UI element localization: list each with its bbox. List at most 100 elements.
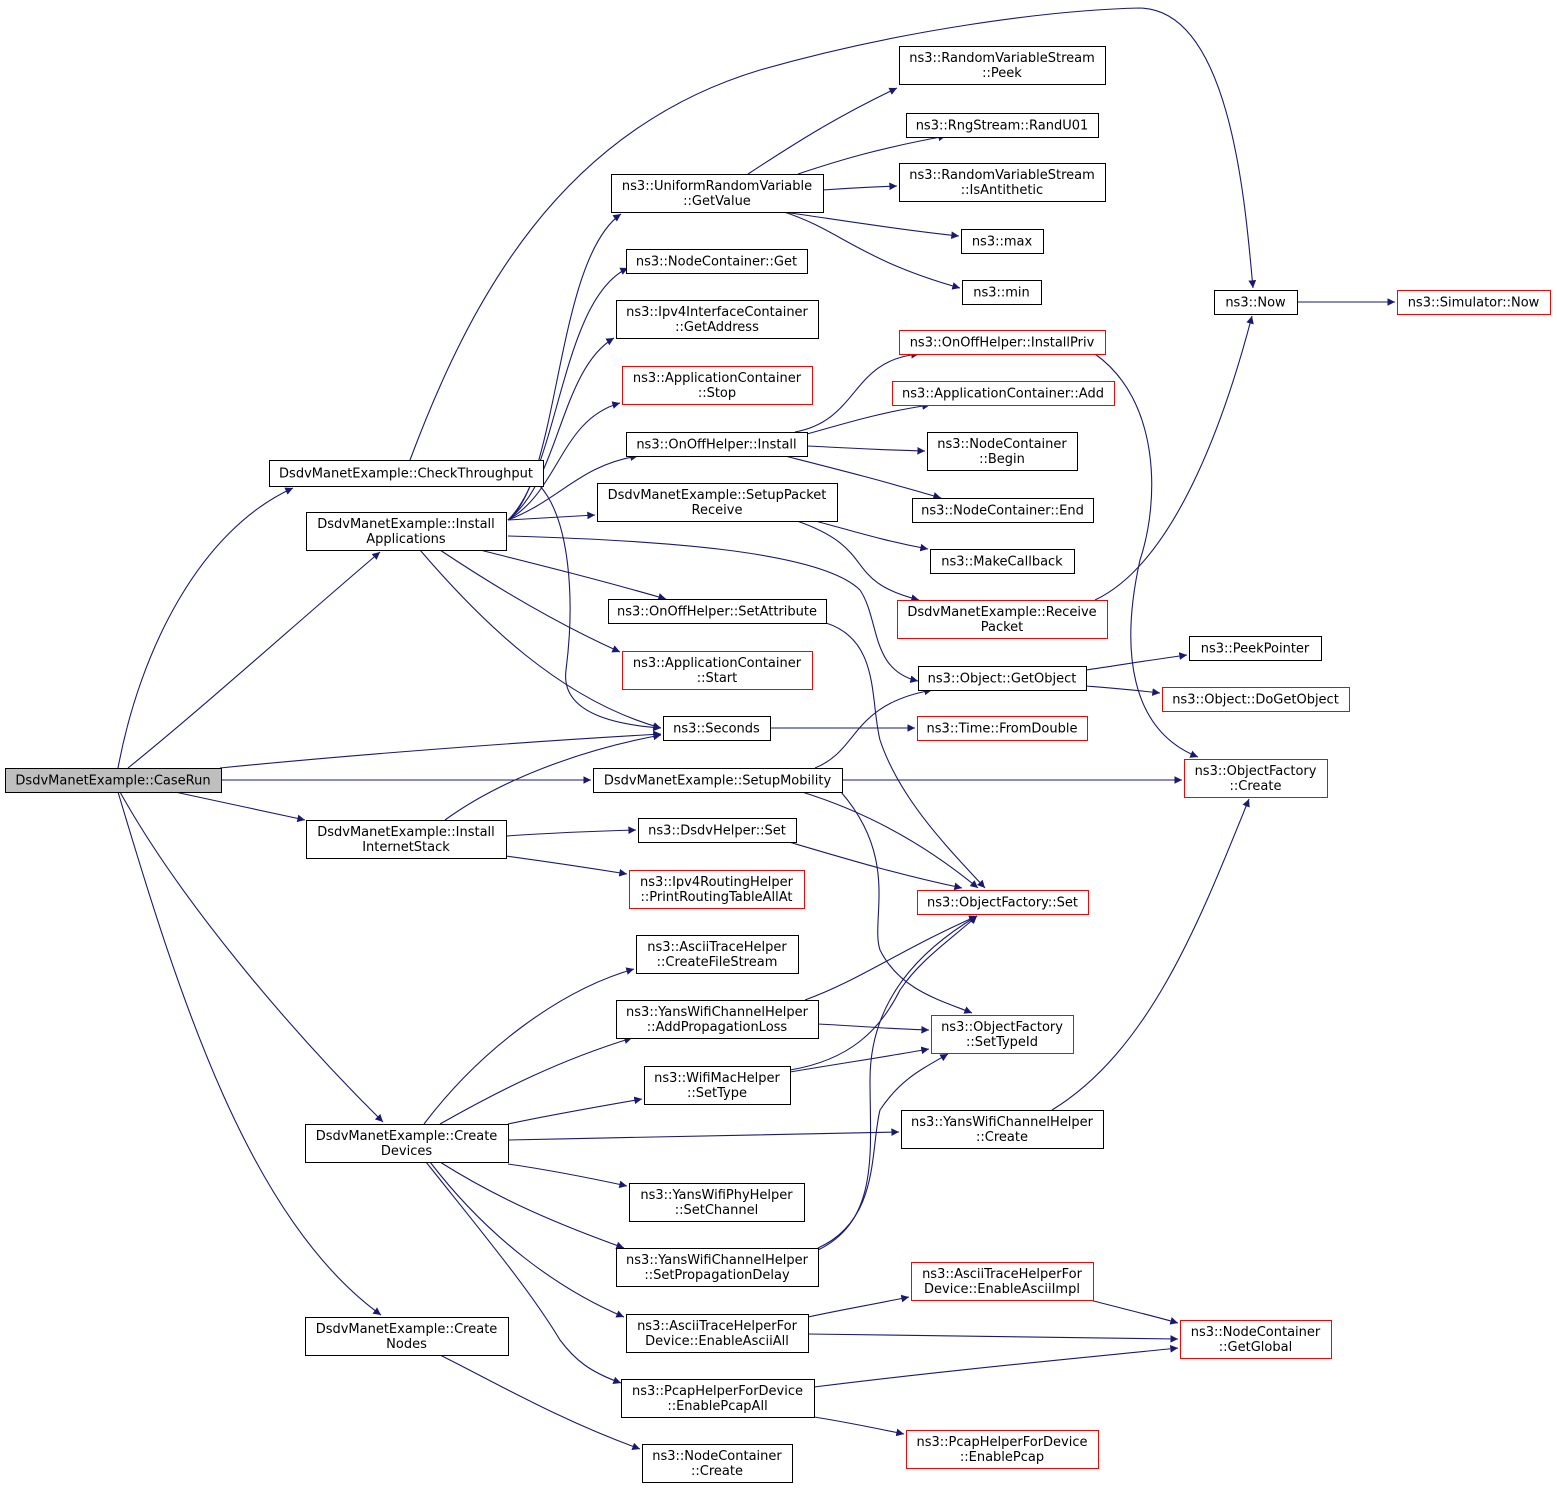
edge-yanssetpropdelay-to-objectfactoryset [817,915,978,1251]
node-box [918,666,1087,691]
node-randu01[interactable]: ns3::RngStream::RandU01 [906,113,1099,138]
node-box [961,229,1044,254]
node-asciicreatefilestream[interactable]: ns3::AsciiTraceHelper::CreateFileStream [636,935,799,974]
edge-installapps-to-onoffinstall [507,453,639,521]
node-max[interactable]: ns3::max [961,229,1044,254]
node-pcapenableall[interactable]: ns3::PcapHelperForDevice::EnablePcapAll [621,1379,815,1418]
node-label: ns3::WifiMacHelper [654,1071,780,1086]
node-checkthroughput[interactable]: DsdvManetExample::CheckThroughput [269,460,544,487]
edge-setuppacketreceive-to-receivepacket [796,520,920,602]
node-rvsisantithetic[interactable]: ns3::RandomVariableStream::IsAntithetic [899,163,1106,202]
node-label: ns3::AsciiTraceHelperFor [637,1319,798,1334]
node-label: ns3::OnOffHelper::Install [636,438,796,453]
node-dogetobject[interactable]: ns3::Object::DoGetObject [1162,687,1350,712]
edge-uniformgetvalue-to-rvsisantithetic [822,182,898,191]
node-now[interactable]: ns3::Now [1214,290,1298,315]
node-box [1397,290,1551,315]
node-onoffsetattribute[interactable]: ns3::OnOffHelper::SetAttribute [608,599,827,624]
edge-installapps-to-setuppacketreceive [507,511,596,521]
node-pcapenablepcap[interactable]: ns3::PcapHelperForDevice::EnablePcap [906,1430,1099,1469]
edge-caserun-to-createnodes [117,791,382,1316]
node-fromdouble[interactable]: ns3::Time::FromDouble [917,716,1088,741]
node-label: InternetStack [362,840,450,855]
node-getobject[interactable]: ns3::Object::GetObject [918,666,1087,691]
node-objectfactoryset[interactable]: ns3::ObjectFactory::Set [917,890,1089,915]
node-seconds[interactable]: ns3::Seconds [663,716,771,741]
node-label: ::Peek [982,66,1022,81]
node-box [899,330,1106,355]
node-label: ns3::AsciiTraceHelperFor [922,1267,1083,1282]
edge-asciienableall-to-nodecontainerglobal [807,1333,1179,1343]
node-label: ns3::YansWifiChannelHelper [626,1253,809,1268]
node-label: ns3::OnOffHelper::InstallPriv [910,336,1095,351]
node-onoffinstall[interactable]: ns3::OnOffHelper::Install [626,432,808,457]
edge-getobject-to-peekpointer [1085,652,1188,671]
node-dsdvhelperset[interactable]: ns3::DsdvHelper::Set [638,818,797,843]
node-wifimacsettype[interactable]: ns3::WifiMacHelper::SetType [644,1066,791,1105]
node-label: ns3::OnOffHelper::SetAttribute [617,605,817,620]
edge-createdevices-to-yanssetpropdelay [439,1161,625,1250]
node-label: ns3::NodeContainer [1191,1325,1321,1340]
edge-createdevices-to-pcapenableall [425,1161,622,1385]
node-label: Applications [366,532,446,547]
node-appcontaineradd[interactable]: ns3::ApplicationContainer::Add [892,381,1115,406]
node-label: ::AddPropagationLoss [647,1020,788,1035]
node-appcontainerstart[interactable]: ns3::ApplicationContainer::Start [622,651,813,690]
node-label: ns3::NodeContainer::End [921,504,1084,519]
node-printroutingtable[interactable]: ns3::Ipv4RoutingHelper::PrintRoutingTabl… [629,870,805,909]
node-nodecontainerend[interactable]: ns3::NodeContainer::End [912,498,1094,523]
node-label: ::SetPropagationDelay [644,1268,790,1283]
node-box [616,1000,819,1039]
node-yanssetpropdelay[interactable]: ns3::YansWifiChannelHelper::SetPropagati… [616,1248,819,1287]
node-nodecontainerbegin[interactable]: ns3::NodeContainer::Begin [927,432,1078,471]
node-setupmobility[interactable]: DsdvManetExample::SetupMobility [593,768,843,793]
node-label: ns3::Simulator::Now [1408,296,1540,311]
node-label: Receive [692,503,743,518]
node-peekpointer[interactable]: ns3::PeekPointer [1189,636,1322,661]
node-yansphysetchannel[interactable]: ns3::YansWifiPhyHelper::SetChannel [629,1183,805,1222]
node-label: ns3::NodeContainer [652,1449,782,1464]
node-box [306,820,507,859]
node-box [305,1124,509,1163]
node-rvspeek[interactable]: ns3::RandomVariableStream::Peek [899,46,1106,85]
node-nodecontainerglobal[interactable]: ns3::NodeContainer::GetGlobal [1180,1320,1332,1359]
node-onoffinstallpriv[interactable]: ns3::OnOffHelper::InstallPriv [899,330,1106,355]
node-simulatornow[interactable]: ns3::Simulator::Now [1397,290,1551,315]
node-yansaddproploss[interactable]: ns3::YansWifiChannelHelper::AddPropagati… [616,1000,819,1039]
node-objectfactorycreate[interactable]: ns3::ObjectFactory::Create [1184,759,1328,798]
node-box [1214,290,1298,315]
edge-installinet-to-seconds [444,732,662,821]
node-yanschannelcreate[interactable]: ns3::YansWifiChannelHelper::Create [901,1110,1104,1149]
node-box [305,1317,509,1356]
node-uniformgetvalue[interactable]: ns3::UniformRandomVariable::GetValue [611,174,824,213]
node-label: ns3::AsciiTraceHelper [647,940,787,955]
node-caserun[interactable]: DsdvManetExample::CaseRun [5,768,222,793]
node-label: ns3::ApplicationContainer::Add [902,387,1104,402]
node-min[interactable]: ns3::min [962,280,1042,305]
node-objectfactorysettypeid[interactable]: ns3::ObjectFactory::SetTypeId [931,1015,1074,1054]
edge-installapps-to-ipv4getaddress [507,337,615,521]
edge-checkthroughput-to-now [409,7,1257,461]
edge-createdevices-to-asciicreatefilestream [423,967,635,1125]
edge-dsdvhelperset-to-objectfactoryset [788,841,963,891]
node-nodecontainercreate[interactable]: ns3::NodeContainer::Create [642,1444,793,1483]
node-nodecontainerget[interactable]: ns3::NodeContainer::Get [626,249,808,274]
node-ipv4getaddress[interactable]: ns3::Ipv4InterfaceContainer::GetAddress [616,300,819,339]
node-asciienableimpl[interactable]: ns3::AsciiTraceHelperForDevice::EnableAs… [911,1262,1094,1301]
node-asciienableall[interactable]: ns3::AsciiTraceHelperForDevice::EnableAs… [626,1314,809,1353]
node-box [626,432,808,457]
node-label: ns3::ObjectFactory [1195,764,1317,779]
node-appcontainerstop[interactable]: ns3::ApplicationContainer::Stop [622,366,813,405]
node-label: DsdvManetExample::SetupMobility [604,774,832,789]
edge-uniformgetvalue-to-min [783,211,961,290]
node-makecallback[interactable]: ns3::MakeCallback [930,549,1075,574]
node-label: ::EnablePcapAll [667,1399,767,1414]
node-box [621,1379,815,1418]
